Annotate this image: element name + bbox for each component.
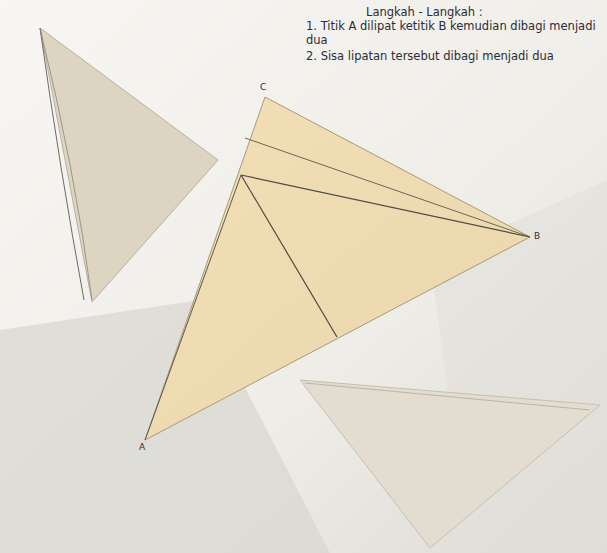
fold-line <box>241 175 337 337</box>
step-note: 1. Titik A dilipat ketitik B kemudian di… <box>306 20 602 48</box>
vertex-label: A <box>139 442 145 453</box>
step-note: 2. Sisa lipatan tersebut dibagi menjadi … <box>306 50 602 64</box>
steps-heading: Langkah - Langkah : <box>366 6 483 20</box>
vertex-label: B <box>534 231 540 242</box>
fold-line <box>305 383 590 410</box>
fold-line <box>241 175 530 237</box>
folded-triangle <box>40 28 218 302</box>
main-triangle <box>145 97 530 440</box>
fold-line <box>40 28 92 300</box>
folded-triangle <box>300 380 600 548</box>
fold-line <box>145 175 241 440</box>
fold-line <box>40 28 84 300</box>
fold-line <box>245 138 530 237</box>
vertex-label: C <box>260 82 266 93</box>
